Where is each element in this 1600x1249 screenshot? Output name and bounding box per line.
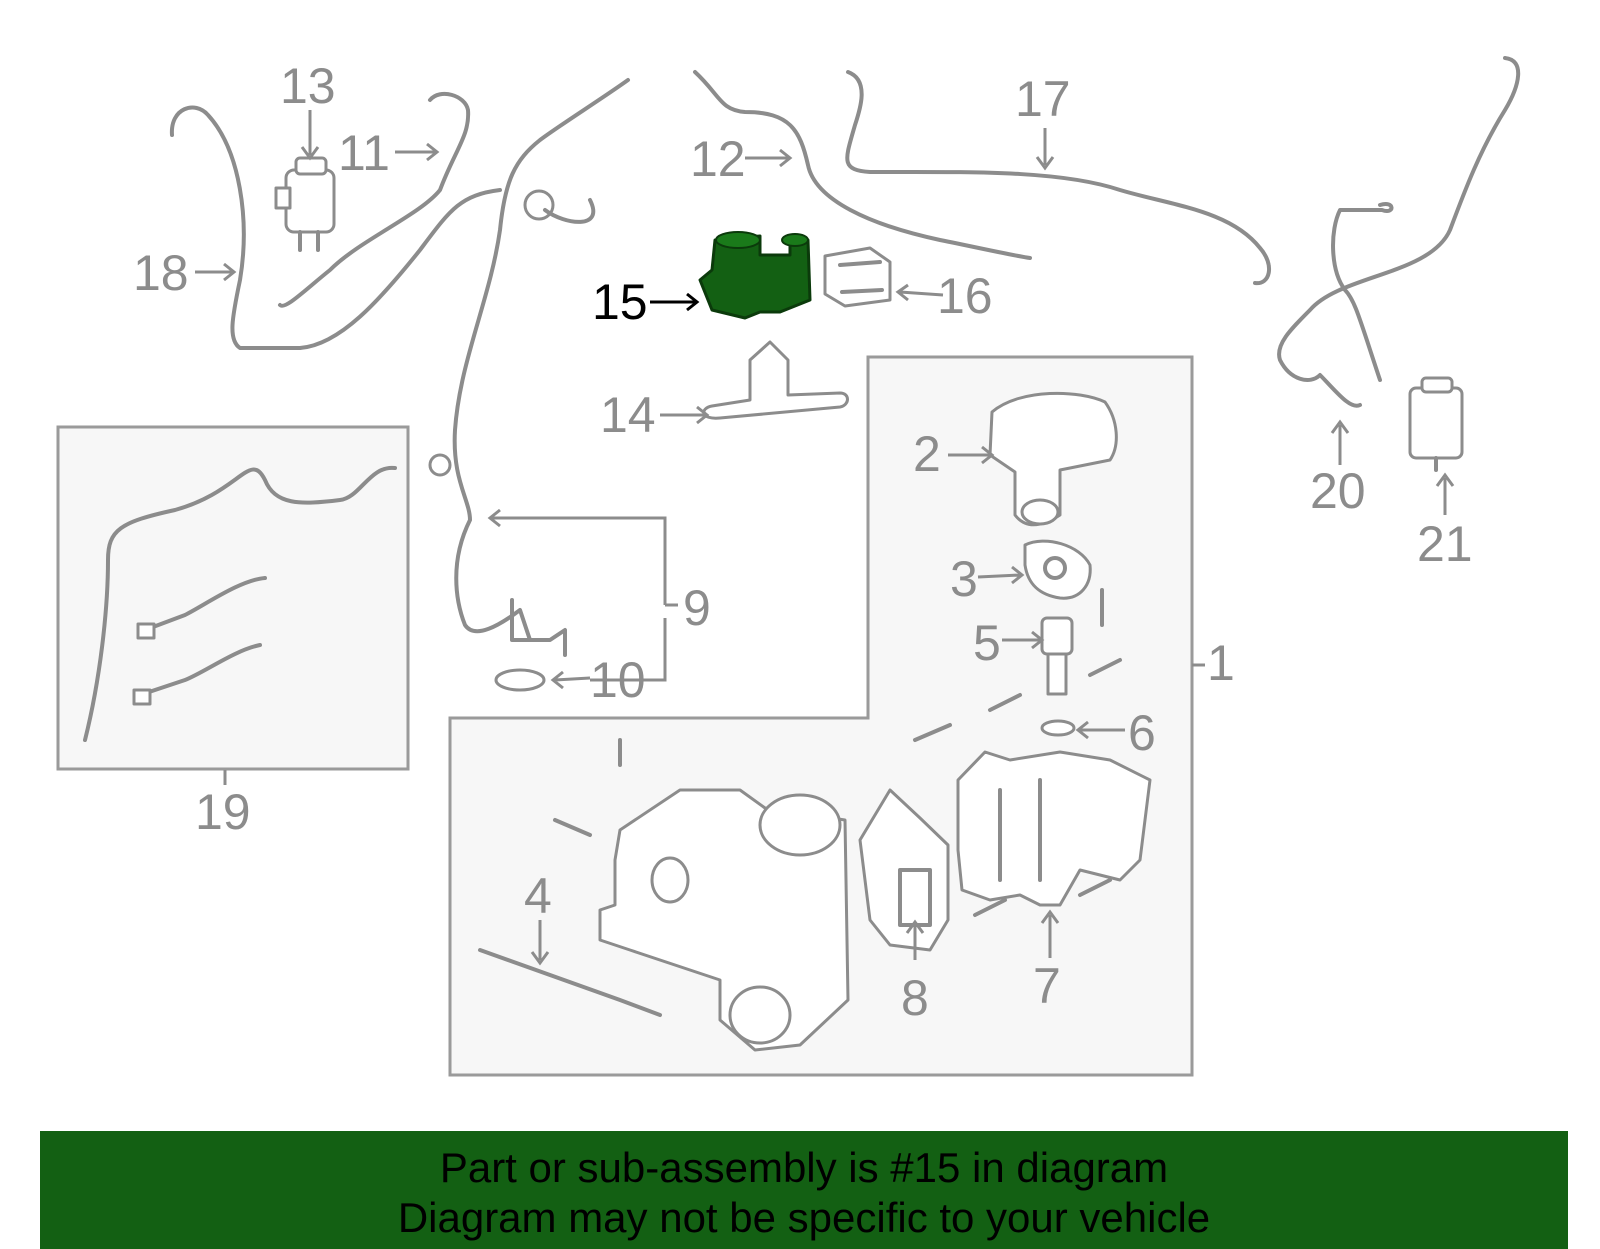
- part-19-wire-b: [138, 643, 262, 697]
- callout-19[interactable]: 19: [195, 784, 251, 840]
- part-2-actuator[interactable]: [988, 391, 1118, 527]
- part-12-hose[interactable]: [693, 70, 1032, 260]
- callout-1[interactable]: 1: [1207, 635, 1235, 691]
- egr-cooler: [598, 788, 850, 1052]
- part-4-sensor[interactable]: [478, 948, 662, 1017]
- callout-12[interactable]: 12: [690, 131, 746, 187]
- part-20-hoses[interactable]: [1277, 56, 1521, 408]
- banner-line-part-info: Part or sub-assembly is #15 in diagram: [439, 1144, 1169, 1191]
- callout-21[interactable]: 21: [1417, 516, 1473, 572]
- bolts: [553, 588, 1122, 917]
- callout-20[interactable]: 20: [1310, 463, 1366, 519]
- hose-9-fitting: [510, 598, 567, 657]
- callout-3[interactable]: 3: [950, 551, 978, 607]
- hose-9-bracket: [428, 453, 452, 477]
- part-19-plug-a: [136, 622, 156, 640]
- banner-line-disclaimer: Diagram may not be specific to your vehi…: [397, 1194, 1211, 1241]
- callout-6[interactable]: 6: [1128, 705, 1156, 761]
- part-19-wire-a: [143, 576, 267, 632]
- part-19-harness[interactable]: [83, 465, 397, 742]
- part-17-hose[interactable]: [845, 70, 1271, 286]
- part-10-o-ring[interactable]: [494, 668, 546, 692]
- callout-8[interactable]: 8: [901, 970, 929, 1026]
- callout-11[interactable]: 11: [338, 125, 390, 181]
- callout-16[interactable]: 16: [937, 268, 993, 324]
- part-5-sensor[interactable]: [1040, 616, 1074, 696]
- part-16-connector[interactable]: [823, 246, 892, 308]
- callout-17[interactable]: 17: [1015, 71, 1071, 127]
- callout-18[interactable]: 18: [133, 245, 189, 301]
- callout-7[interactable]: 7: [1033, 958, 1061, 1014]
- callout-10[interactable]: 10: [590, 652, 646, 708]
- callout-2[interactable]: 2: [913, 426, 941, 482]
- part-8-gasket[interactable]: [858, 788, 950, 952]
- part-6-o-ring[interactable]: [1040, 719, 1076, 737]
- part-19-plug-b: [132, 688, 152, 706]
- part-3-gasket[interactable]: [1023, 539, 1092, 600]
- assembly-19-box: [56, 425, 410, 771]
- part-20-branch: [1331, 201, 1394, 382]
- part-21-valve[interactable]: [1408, 376, 1464, 472]
- part-7-housing[interactable]: [956, 750, 1152, 907]
- callout-5[interactable]: 5: [973, 615, 1001, 671]
- callout-4[interactable]: 4: [524, 868, 552, 924]
- hose-9-branch: [543, 198, 595, 224]
- leader-lines: [195, 110, 1455, 966]
- part-13-valve[interactable]: [274, 156, 336, 252]
- callout-15-highlighted[interactable]: 15: [592, 274, 648, 330]
- callout-9[interactable]: 9: [683, 580, 711, 636]
- callout-labels: 1 2 3 4 5 6 7 8 9 10 11 12 13 14 15 16 1…: [133, 58, 1473, 1026]
- hose-connector-center: [298, 188, 502, 350]
- part-15-highlighted[interactable]: [698, 231, 812, 320]
- part-9-hose[interactable]: [452, 78, 630, 642]
- part-18-hose[interactable]: [169, 105, 302, 350]
- info-banner: Part or sub-assembly is #15 in diagram D…: [40, 1131, 1568, 1249]
- part-11-hose[interactable]: [278, 91, 471, 308]
- part-14-bracket[interactable]: [702, 340, 849, 420]
- callout-13[interactable]: 13: [280, 58, 336, 114]
- callout-14[interactable]: 14: [600, 387, 656, 443]
